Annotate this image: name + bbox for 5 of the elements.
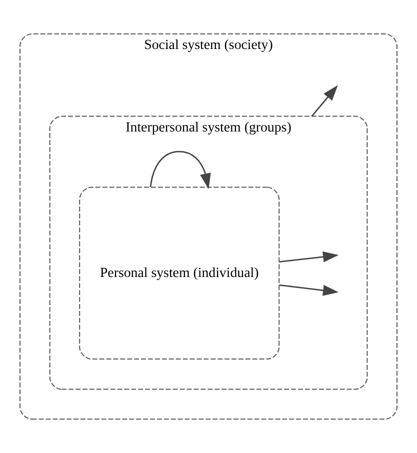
node-box: Personal system (individual) (79, 186, 280, 360)
arrow (311, 85, 338, 117)
arrow (279, 251, 339, 263)
arrow (279, 284, 339, 296)
arrow (150, 150, 211, 190)
